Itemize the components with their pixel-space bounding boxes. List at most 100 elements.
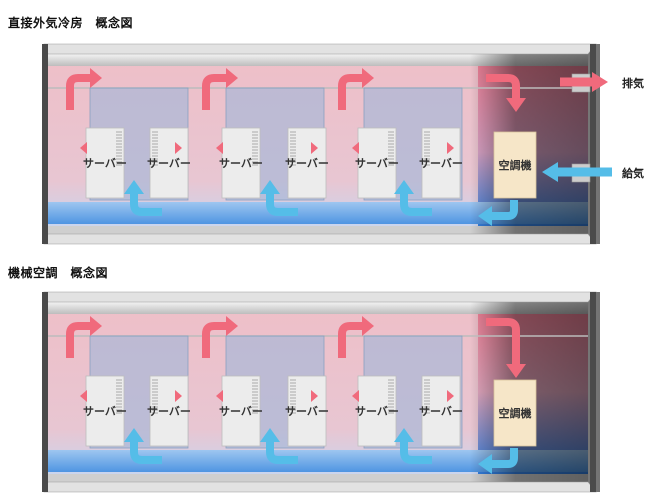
server-airflow-arrowhead-5 <box>352 390 359 402</box>
hot-air-arrow-1 <box>66 74 92 110</box>
server-rack-1 <box>85 127 125 199</box>
raised-floor-plenum <box>48 202 588 224</box>
return-air-arrowhead <box>506 364 526 378</box>
hot-air-arrowhead-2 <box>226 68 238 88</box>
server-label-4: サーバー <box>285 157 329 170</box>
server-rack-5 <box>357 127 397 199</box>
diagram-title-direct-outside-air: 直接外気冷房 概念図 <box>8 16 134 30</box>
right-wall <box>590 292 596 492</box>
server-rack-6 <box>421 375 461 447</box>
server-rack-1 <box>85 375 125 447</box>
return-air-arrow <box>486 318 520 366</box>
cool-air-arrowhead-1 <box>124 180 144 194</box>
server-rack-6 <box>421 127 461 199</box>
cool-air-arrowhead-3 <box>394 180 414 194</box>
floor-slab <box>48 474 588 482</box>
server-vent-1 <box>116 131 122 166</box>
server-label-2: サーバー <box>147 405 191 418</box>
cool-air-arrow-3 <box>400 192 432 216</box>
hot-air-arrowhead-1 <box>90 316 102 336</box>
server-vent-1 <box>116 379 122 414</box>
ac-supply-arrowhead <box>478 454 492 474</box>
left-wall <box>42 292 48 492</box>
server-label-1: サーバー <box>83 157 127 170</box>
hot-air-arrowhead-3 <box>362 316 374 336</box>
hot-air-arrow-2 <box>202 322 228 358</box>
floor-slab <box>48 226 588 234</box>
exhaust-label: 排気 <box>622 76 644 90</box>
server-rack-2 <box>149 127 189 199</box>
server-label-2: サーバー <box>147 157 191 170</box>
server-airflow-arrowhead-1 <box>80 142 87 154</box>
server-airflow-arrowhead-6 <box>447 142 454 154</box>
server-airflow-arrowhead-5 <box>352 142 359 154</box>
server-rack-5 <box>357 375 397 447</box>
bottom-frame <box>43 481 597 493</box>
return-air-arrowhead <box>506 98 526 112</box>
top-frame <box>43 291 597 303</box>
server-label-5: サーバー <box>355 157 399 170</box>
server-label-3: サーバー <box>219 405 263 418</box>
server-vent-3 <box>252 379 258 414</box>
cool-air-arrow-1 <box>130 192 162 216</box>
supply-label: 給気 <box>622 166 644 180</box>
hot-air-arrow-3 <box>338 322 364 358</box>
hot-air-arrowhead-1 <box>90 68 102 88</box>
server-airflow-arrowhead-3 <box>216 142 223 154</box>
cool-air-arrowhead-3 <box>394 428 414 442</box>
ac-supply-arrow <box>490 448 518 468</box>
server-label-6: サーバー <box>419 405 463 418</box>
server-rack-3 <box>221 127 261 199</box>
server-rack-3 <box>221 375 261 447</box>
server-airflow-arrowhead-6 <box>447 390 454 402</box>
ac-unit-label: 空調機 <box>499 406 532 420</box>
supply-arrowhead <box>542 162 558 182</box>
server-airflow-arrowhead-4 <box>311 142 318 154</box>
server-label-4: サーバー <box>285 405 329 418</box>
server-airflow-arrowhead-3 <box>216 390 223 402</box>
return-air-arrow <box>486 74 520 100</box>
server-rack-4 <box>287 127 327 199</box>
ac-unit-label: 空調機 <box>499 158 532 172</box>
bottom-frame <box>43 233 597 245</box>
ac-supply-arrowhead <box>478 206 492 226</box>
mechanical-ac-diagram: 空調機 サーバー サーバー サーバー サーバー サーバー サーバー <box>42 291 600 493</box>
left-wall <box>42 44 48 244</box>
cool-air-arrowhead-2 <box>260 180 280 194</box>
raised-floor-plenum <box>48 450 588 472</box>
right-wall <box>590 44 596 244</box>
exhaust-arrowhead <box>592 72 608 92</box>
ac-supply-arrow <box>490 200 518 220</box>
server-vent-5 <box>388 131 394 166</box>
server-vent-3 <box>252 131 258 166</box>
cool-air-arrowhead-2 <box>260 428 280 442</box>
hot-air-arrow-1 <box>66 322 92 358</box>
cool-air-arrow-3 <box>400 440 432 464</box>
ac-unit <box>493 379 537 447</box>
server-vent-6 <box>424 131 430 166</box>
diagram-title-mechanical-ac: 機械空調 概念図 <box>8 266 109 280</box>
server-vent-5 <box>388 379 394 414</box>
cool-air-arrow-2 <box>266 440 298 464</box>
ceiling-plenum <box>48 54 588 66</box>
top-frame <box>43 43 597 55</box>
cool-air-arrow-1 <box>130 440 162 464</box>
server-airflow-arrowhead-4 <box>311 390 318 402</box>
cool-air-arrow-2 <box>266 192 298 216</box>
server-rack-4 <box>287 375 327 447</box>
server-airflow-arrowhead-2 <box>175 390 182 402</box>
server-label-3: サーバー <box>219 157 263 170</box>
server-label-1: サーバー <box>83 405 127 418</box>
hot-air-arrowhead-2 <box>226 316 238 336</box>
ac-unit <box>493 131 537 199</box>
hot-air-arrow-3 <box>338 74 364 110</box>
hot-air-arrowhead-3 <box>362 68 374 88</box>
cool-air-arrowhead-1 <box>124 428 144 442</box>
server-label-5: サーバー <box>355 405 399 418</box>
hot-air-arrow-2 <box>202 74 228 110</box>
server-airflow-arrowhead-1 <box>80 390 87 402</box>
server-label-6: サーバー <box>419 157 463 170</box>
ceiling-plenum <box>48 302 588 314</box>
server-airflow-arrowhead-2 <box>175 142 182 154</box>
